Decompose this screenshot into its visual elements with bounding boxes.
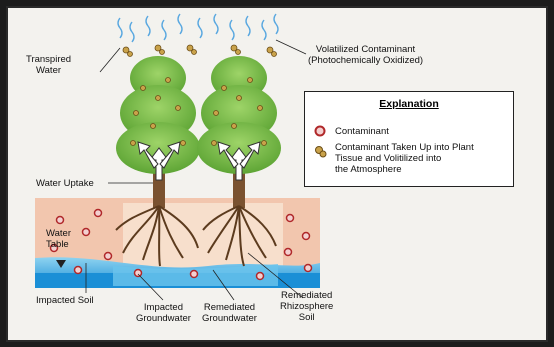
label-water-table: Water Table	[46, 228, 71, 250]
label-remediated-groundwater: Remediated Groundwater	[202, 302, 257, 324]
legend-item-contaminant: Contaminant	[335, 126, 389, 137]
label-impacted-groundwater: Impacted Groundwater	[136, 302, 191, 324]
volatilized-vapor-lines	[118, 14, 278, 42]
legend-title: Explanation	[305, 98, 513, 110]
volatilized-contaminant-icon	[313, 144, 329, 160]
label-impacted-soil: Impacted Soil	[36, 295, 94, 306]
diagram-frame: Transpired Water Volatilized Contaminant…	[6, 6, 548, 342]
explanation-legend: Explanation Contaminant Contaminant Take…	[304, 91, 514, 187]
volatilized-contaminant-icons	[123, 45, 277, 57]
label-transpired-water: Transpired Water	[26, 54, 71, 76]
label-remediated-rhizosphere-soil: Remediated Rhizosphere Soil	[280, 290, 333, 323]
label-volatilized-contaminant: Volatilized Contaminant (Photochemically…	[308, 44, 423, 66]
contaminant-icon	[313, 124, 327, 138]
label-water-uptake: Water Uptake	[36, 178, 94, 189]
legend-item-uptake: Contaminant Taken Up into Plant Tissue a…	[335, 142, 474, 175]
